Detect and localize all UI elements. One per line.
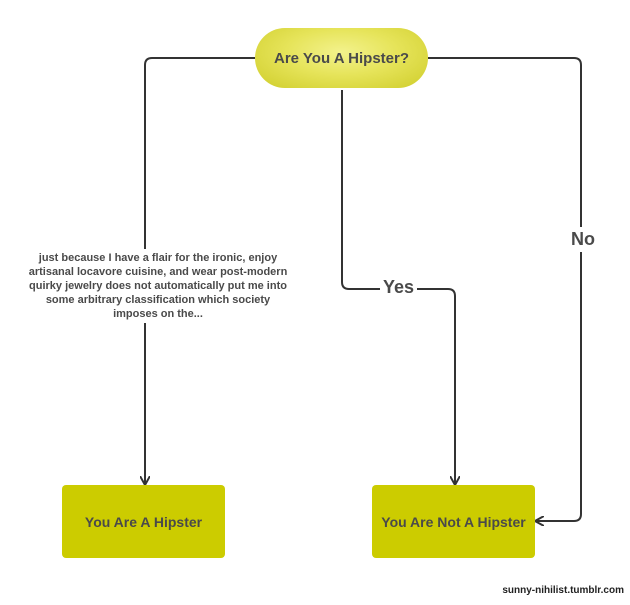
credit-watermark: sunny-nihilist.tumblr.com [502,585,624,596]
connector-denial-to-hipster [145,57,255,484]
edge-label-yes: Yes [380,277,418,298]
edge-label-denial: just because I have a flair for the iron… [26,249,290,323]
end-node-hipster-label: You Are A Hipster [84,513,203,530]
connector-no-to-not-hipster [428,57,582,521]
edge-label-no: No [568,227,598,252]
start-node-label: Are You A Hipster? [273,49,410,67]
end-node-you-are-a-hipster: You Are A Hipster [62,485,225,558]
end-node-not-hipster-label: You Are Not A Hipster [381,513,526,530]
start-node-are-you-a-hipster: Are You A Hipster? [255,28,428,88]
end-node-you-are-not-a-hipster: You Are Not A Hipster [372,485,535,558]
